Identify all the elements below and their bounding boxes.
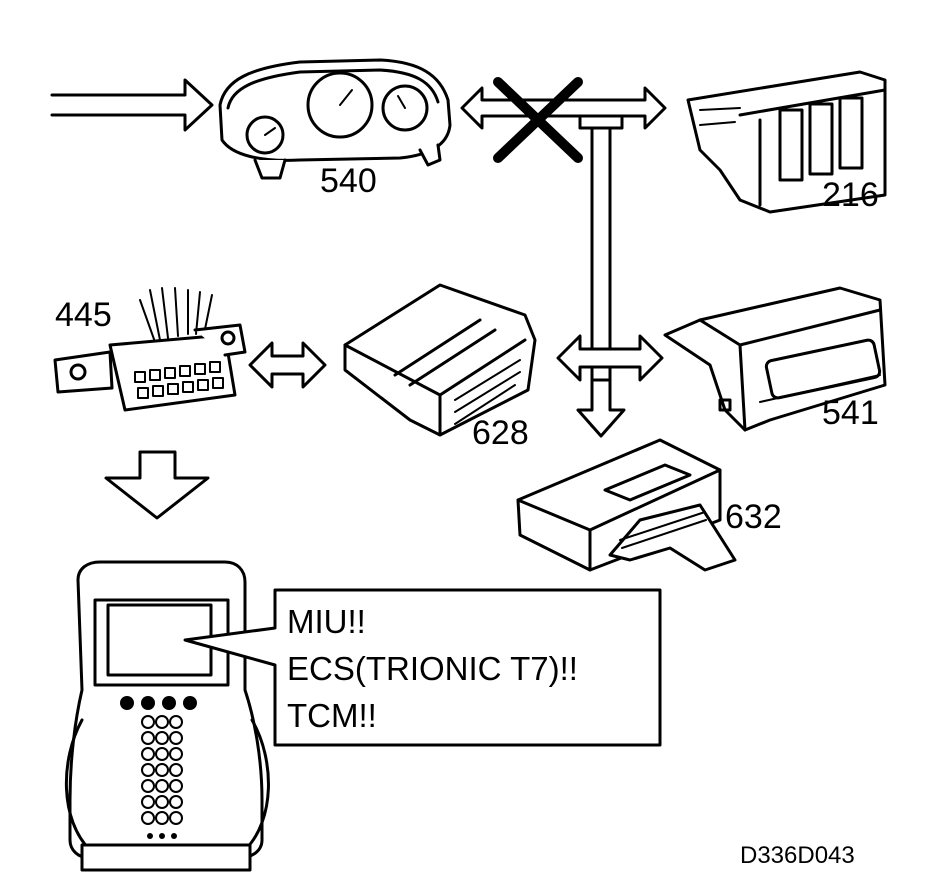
message-line-3: TCM!! [287,697,377,734]
engine-control-image [343,283,537,437]
info-display-image [663,286,887,432]
diagnostic-tester-image [64,560,270,872]
transmission-control-image [516,438,737,572]
label-540: 540 [320,162,377,200]
tester-down-arrow [104,450,210,520]
label-632: 632 [725,498,782,536]
connector-ecu-arrow [248,341,327,389]
blocked-link-cross-icon [493,77,583,163]
figure-code: D336D043 [740,842,855,869]
label-445: 445 [55,296,112,334]
label-216: 216 [822,176,879,214]
incoming-arrow [50,78,214,132]
message-line-2: ECS(TRIONIC T7)!! [287,650,578,687]
bus-branch-arrow [556,334,664,438]
instrument-cluster-image [218,58,452,180]
label-628: 628 [472,414,529,452]
diagnostic-connector-image [53,287,247,412]
climate-control-image [686,70,887,214]
label-541: 541 [822,394,879,432]
message-callout [183,588,662,747]
cluster-link-arrow [460,86,667,130]
message-line-1: MIU!! [287,603,366,640]
